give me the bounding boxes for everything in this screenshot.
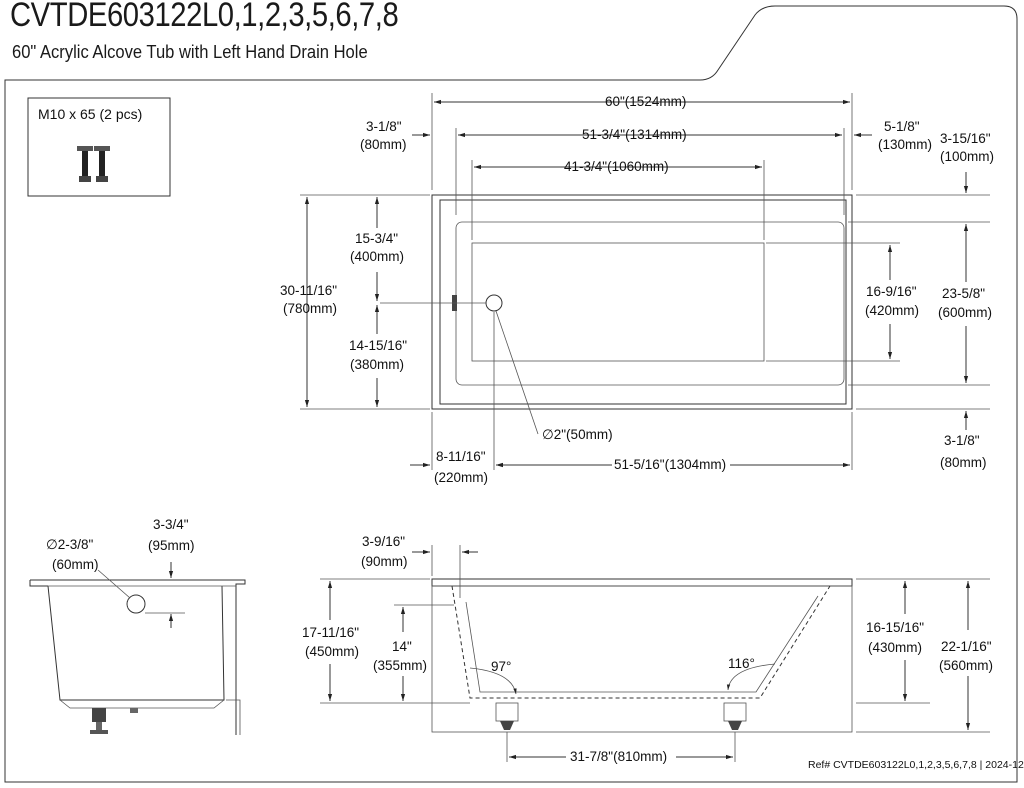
top-view <box>380 194 853 410</box>
dim-floor-width-in: 16-9/16" <box>866 284 917 299</box>
dim-height-mm: (560mm) <box>939 658 993 673</box>
overflow-icon <box>126 594 146 614</box>
dim-depth-mm: (450mm) <box>305 644 359 659</box>
dim-inner-depth-in: 14" <box>392 639 412 654</box>
page-subtitle: 60" Acrylic Alcove Tub with Left Hand Dr… <box>12 42 368 62</box>
dim-left-rim-in: 3-1/8" <box>366 119 402 134</box>
dim-feet-span: 31-7/8"(810mm) <box>570 749 667 764</box>
angle-right: 116° <box>728 656 755 671</box>
dim-inner-width-in: 23-5/8" <box>942 286 985 301</box>
dim-height-in: 22-1/16" <box>941 639 992 654</box>
dim-top-offset-in: 3-9/16" <box>362 534 405 549</box>
hardware-box <box>27 97 171 197</box>
dim-top-rim-in: 3-15/16" <box>940 131 991 146</box>
dim-drain-lower-in: 14-15/16" <box>349 338 407 353</box>
dim-drain-upper-mm: (400mm) <box>350 249 404 264</box>
front-view <box>431 578 853 733</box>
dim-floor-length: 41-3/4"(1060mm) <box>564 159 669 174</box>
dim-overflow-dia-in: ∅2-3/8" <box>46 537 94 552</box>
dim-overflow-dia-mm: (60mm) <box>52 557 99 572</box>
dim-overall-length: 60"(1524mm) <box>605 94 686 109</box>
dim-inner-length: 51-3/4"(1314mm) <box>582 127 687 142</box>
dim-overflow-height-mm: (95mm) <box>148 538 195 553</box>
dim-overall-width-mm: (780mm) <box>283 301 337 316</box>
drain-hole-icon <box>485 294 503 312</box>
hardware-label: M10 x 65 (2 pcs) <box>38 106 142 122</box>
foot-icon <box>92 708 106 722</box>
dim-drain-offset-mm: (220mm) <box>434 470 488 485</box>
page-title: CVTDE603122L0,1,2,3,5,6,7,8 <box>10 0 399 34</box>
dim-bottom-rim-in: 3-1/8" <box>944 433 980 448</box>
dim-top-rim-mm: (100mm) <box>940 149 994 164</box>
dim-overflow-height-in: 3-3/4" <box>153 517 189 532</box>
dim-drain-dia: ∅2"(50mm) <box>542 427 613 442</box>
dim-right-rim-mm: (130mm) <box>878 137 932 152</box>
dim-water-depth-mm: (430mm) <box>868 640 922 655</box>
dim-drain-upper-in: 15-3/4" <box>355 231 398 246</box>
reference-number: Ref# CVTDE603122L0,1,2,3,5,6,7,8 | 2024-… <box>808 759 1024 771</box>
dim-drain-offset-in: 8-11/16" <box>436 449 486 464</box>
dim-water-depth-in: 16-15/16" <box>866 620 924 635</box>
dim-left-rim-mm: (80mm) <box>360 137 407 152</box>
bolt-icon <box>77 146 110 182</box>
dim-top-offset-mm: (90mm) <box>361 554 408 569</box>
dim-inner-depth-mm: (355mm) <box>373 658 427 673</box>
dim-bottom-rim-mm: (80mm) <box>940 455 987 470</box>
dim-inner-width-mm: (600mm) <box>938 305 992 320</box>
angle-left: 97° <box>491 659 511 674</box>
dim-floor-width-mm: (420mm) <box>865 303 919 318</box>
dim-overall-width-in: 30-11/16" <box>280 283 337 298</box>
side-view <box>29 579 246 735</box>
sheet-border <box>4 5 1018 783</box>
foot-icon <box>500 721 514 730</box>
dim-drain-to-end: 51-5/16"(1304mm) <box>614 457 726 472</box>
dim-depth-in: 17-11/16" <box>302 625 359 640</box>
dim-right-rim-in: 5-1/8" <box>884 119 920 134</box>
dim-drain-lower-mm: (380mm) <box>350 357 404 372</box>
